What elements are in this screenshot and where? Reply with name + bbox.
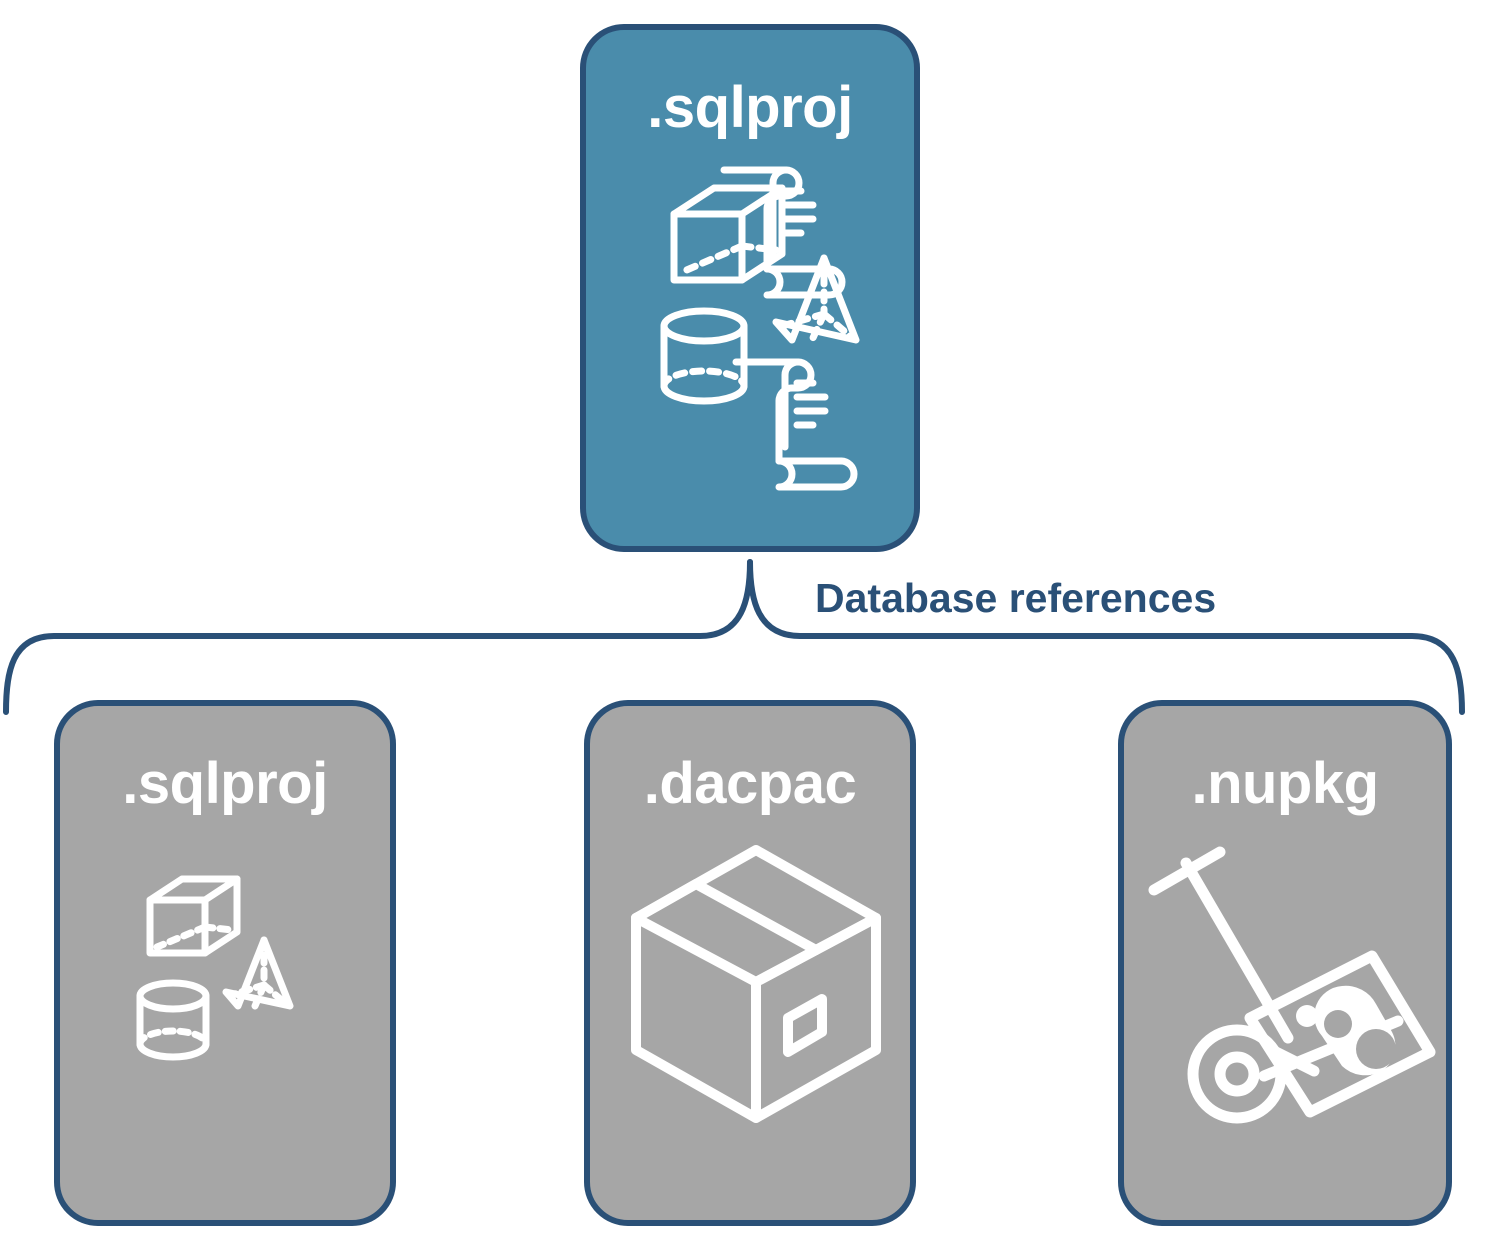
reference-node-icon-group-sqlproj — [60, 858, 390, 1108]
reference-node-label-nupkg: .nupkg — [1191, 751, 1379, 816]
nupkg-icon-svg — [1148, 846, 1436, 1124]
root-node-label: .sqlproj — [647, 75, 853, 140]
root-icon-svg — [660, 166, 860, 491]
reference-node-sqlproj[interactable]: .sqlproj — [54, 700, 396, 1226]
reference-node-icon-group-dacpac — [590, 836, 910, 1126]
brace-left-arm — [3, 559, 753, 715]
sqlproj-ref-icon-svg — [136, 875, 294, 1061]
root-node-icon-group — [586, 150, 914, 491]
brace-right-arm — [747, 559, 1465, 715]
hand-truck-icon — [1148, 846, 1436, 1124]
root-node-sqlproj[interactable]: .sqlproj — [580, 24, 920, 552]
reference-node-icon-group-nupkg — [1124, 846, 1446, 1136]
package-icon — [1244, 950, 1436, 1118]
dacpac-icon-svg — [631, 845, 881, 1123]
scroll-icon-bottom — [732, 358, 858, 491]
nuget-logo-holes — [1324, 1010, 1396, 1069]
database-references-brace — [3, 559, 1465, 715]
cube-icon — [670, 184, 786, 284]
reference-node-label-sqlproj: .sqlproj — [122, 751, 328, 816]
connector-label-database-references: Database references — [815, 575, 1217, 621]
pyramid-icon — [772, 254, 860, 344]
reference-node-nupkg[interactable]: .nupkg — [1118, 700, 1452, 1226]
pyramid-icon — [222, 936, 294, 1010]
reference-node-label-dacpac: .dacpac — [643, 751, 857, 816]
cylinder-icon — [660, 307, 748, 405]
cylinder-icon — [136, 979, 210, 1061]
scroll-icon-top — [720, 166, 846, 299]
reference-node-dacpac[interactable]: .dacpac — [584, 700, 916, 1226]
package-box-icon — [631, 845, 881, 1123]
cube-icon — [146, 875, 241, 957]
